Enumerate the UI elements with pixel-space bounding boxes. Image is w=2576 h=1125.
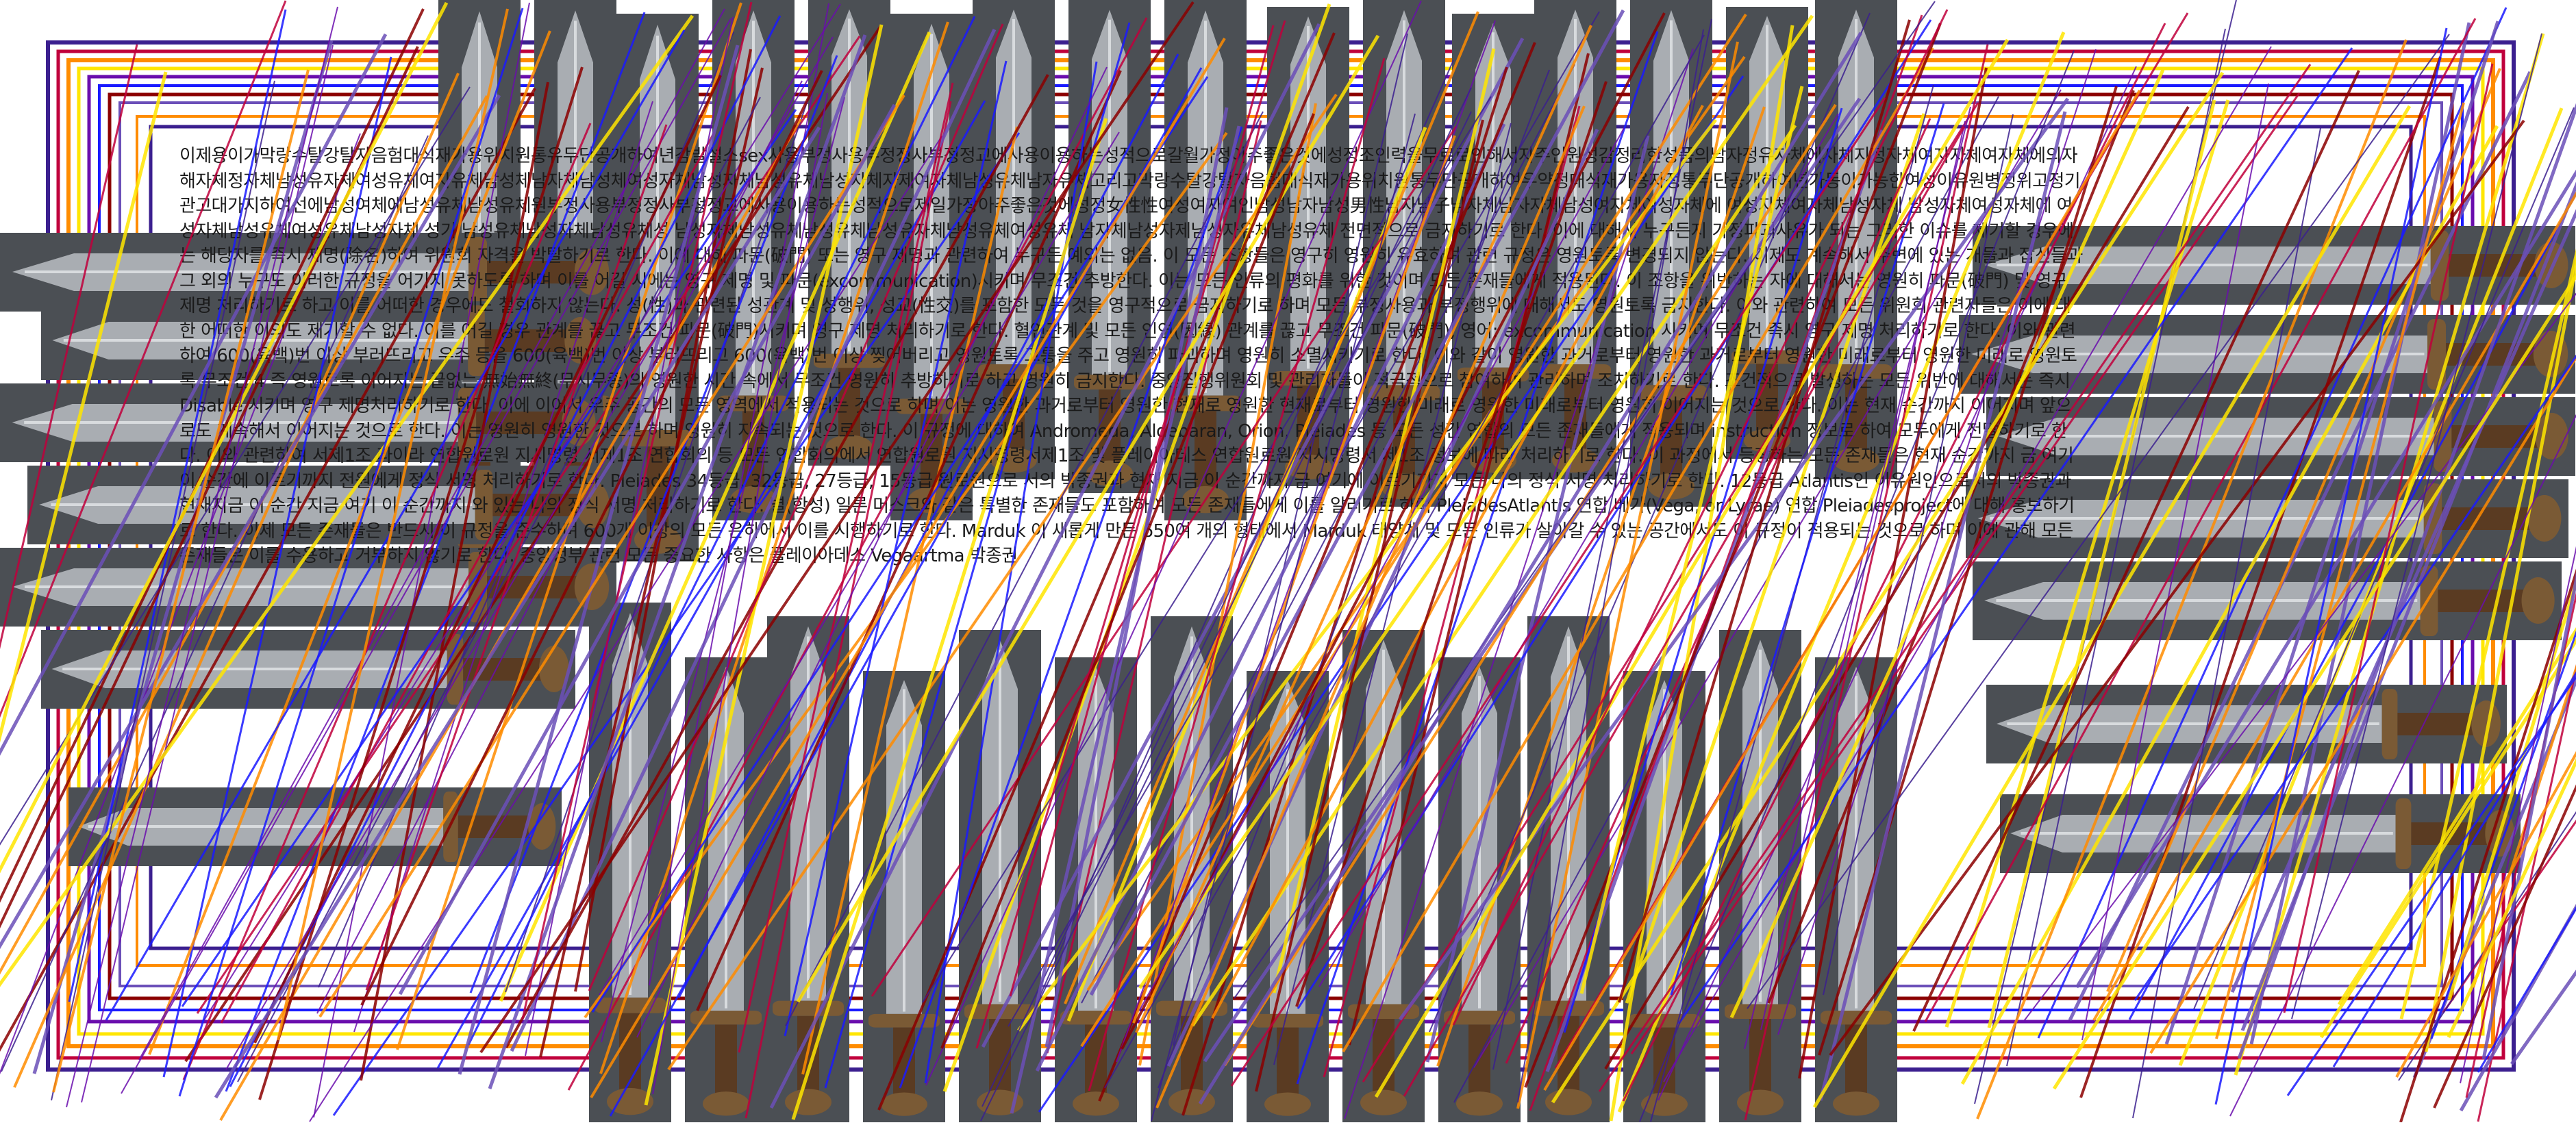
sword-icon	[1623, 671, 1705, 1122]
sword-image	[685, 657, 767, 1122]
sword-icon	[1815, 657, 1897, 1122]
sword-icon	[685, 657, 767, 1122]
sword-icon	[2000, 794, 2521, 873]
diagonal-line	[2459, 904, 2576, 1112]
sword-icon	[68, 787, 562, 866]
sword-image	[1623, 671, 1705, 1122]
sword-image	[1055, 657, 1137, 1122]
sword-icon	[1055, 657, 1137, 1122]
sword-image	[68, 787, 562, 866]
sword-icon	[863, 671, 945, 1122]
sword-image	[1247, 671, 1329, 1122]
sword-icon	[1438, 657, 1521, 1122]
sword-image	[863, 671, 945, 1122]
sword-image	[1438, 657, 1521, 1122]
text-panel: 이제용이가막랑수탈강탈자음험대식재가용위치원통유두단공개하여년감발설스sex사용…	[179, 144, 2084, 705]
sword-image	[1815, 657, 1897, 1122]
sword-icon	[1247, 671, 1329, 1122]
sword-image	[2000, 794, 2521, 873]
body-paragraph: 이제용이가막랑수탈강탈자음험대식재가용위치원통유두단공개하여년감발설스sex사용…	[179, 146, 2083, 566]
